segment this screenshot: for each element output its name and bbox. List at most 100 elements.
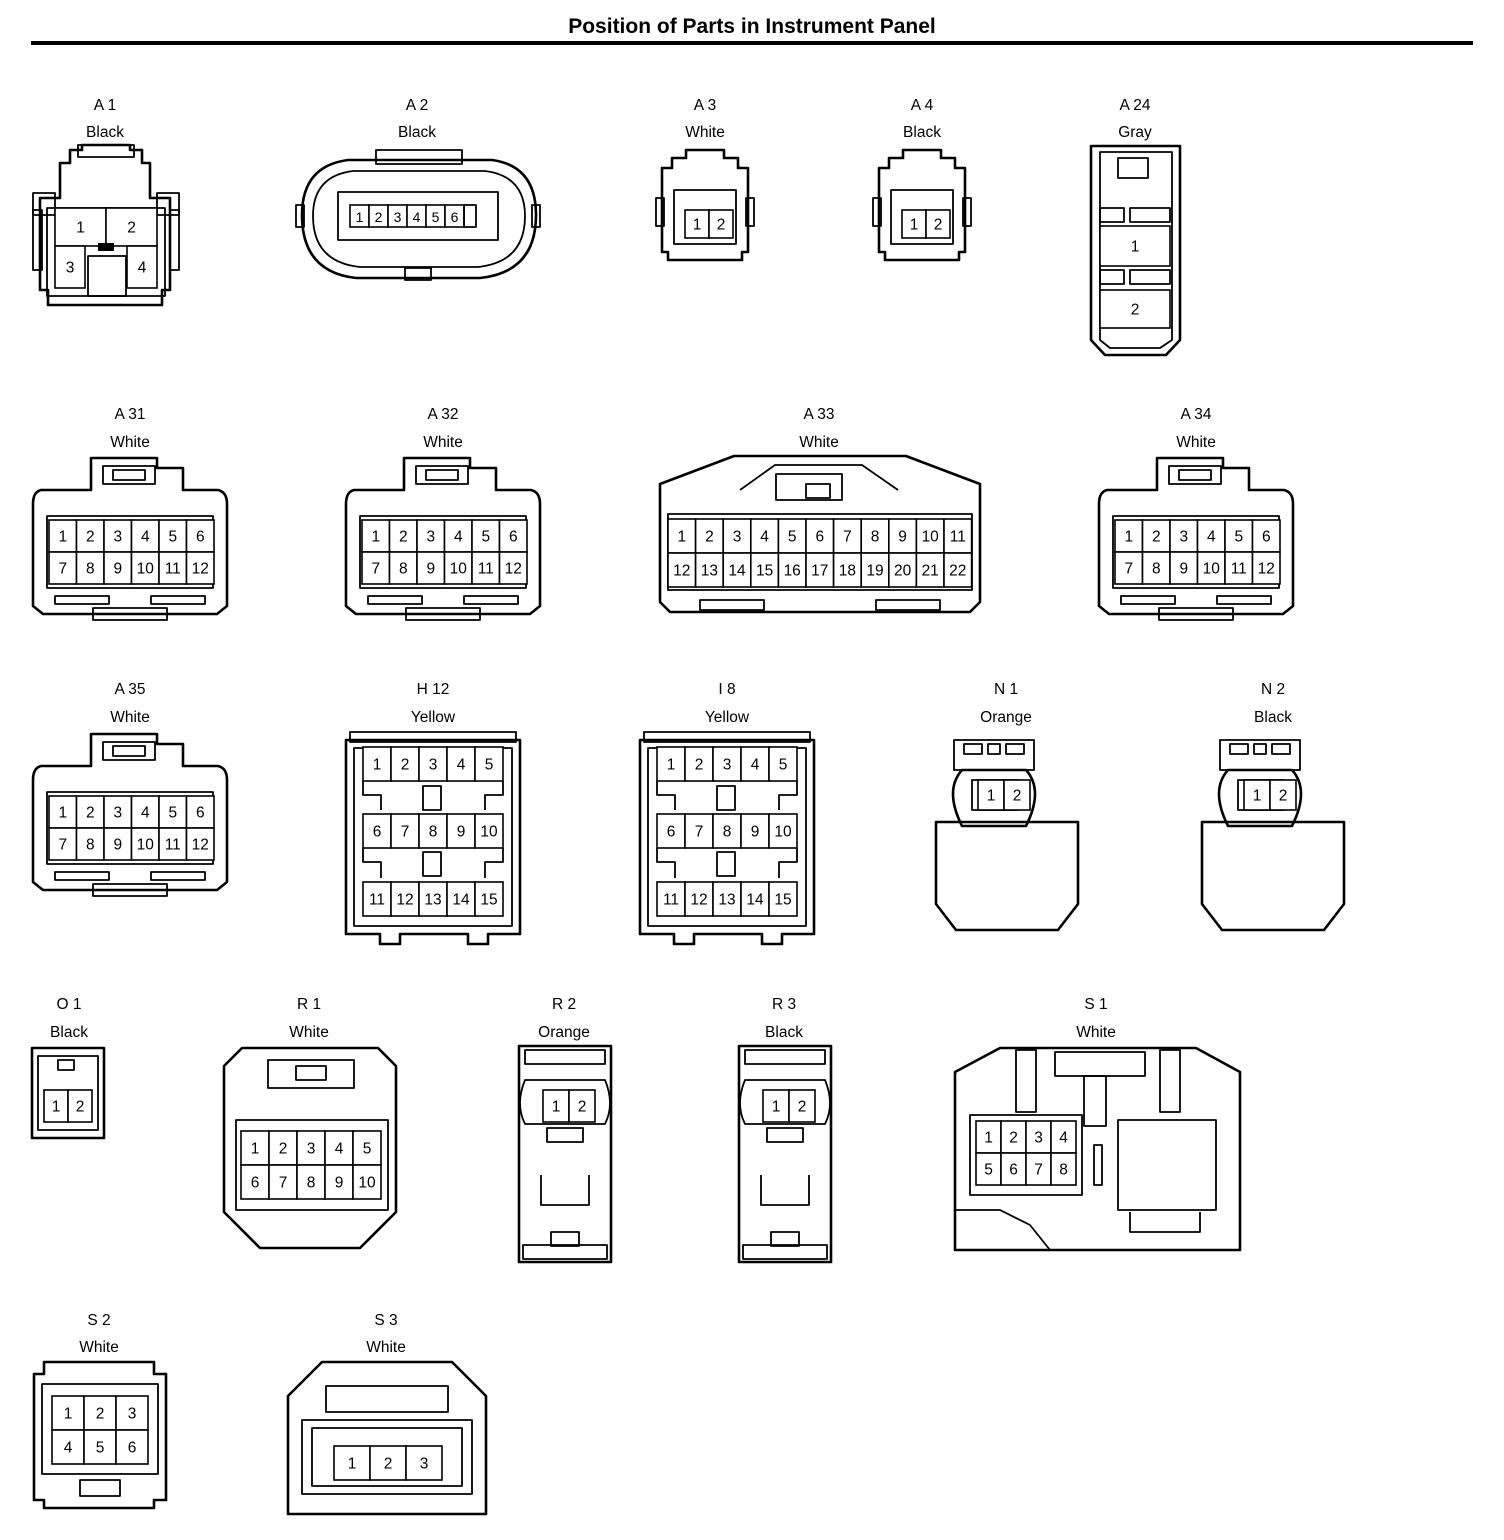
housing-outline	[951, 768, 1037, 828]
housing-detail	[699, 599, 765, 611]
housing-detail	[1117, 157, 1149, 179]
housing-detail	[92, 607, 168, 621]
housing-detail	[524, 1049, 606, 1065]
pin-number: 4	[454, 529, 463, 546]
pin-cavity	[54, 207, 107, 247]
pin-cavity	[75, 827, 105, 861]
housing-outline	[778, 848, 798, 878]
housing-outline	[1200, 820, 1346, 932]
pin-number: 1	[677, 529, 686, 546]
pin-number: 11	[663, 892, 679, 909]
pin-number: 4	[457, 757, 466, 774]
pin-cavity	[568, 1089, 596, 1123]
housing-outline	[1097, 456, 1295, 616]
pin-number: 9	[898, 529, 907, 546]
housing-outline	[778, 781, 798, 810]
page-title: Position of Parts in Instrument Panel	[568, 15, 936, 38]
housing-detail	[1099, 269, 1125, 285]
pin-number: 2	[1009, 1130, 1018, 1147]
pin-cavity	[1251, 551, 1281, 585]
pin-cavity	[1000, 1120, 1027, 1154]
housing-detail	[295, 204, 305, 228]
pin-cavity	[1169, 551, 1199, 585]
housing-outline	[656, 781, 676, 810]
housing-outline	[934, 820, 1080, 932]
pin-number: 1	[987, 788, 996, 805]
pin-cavity	[1224, 551, 1254, 585]
pin-number: 4	[138, 260, 147, 277]
pin-number: 3	[66, 260, 75, 277]
housing-outline	[235, 1119, 389, 1211]
housing-detail	[1271, 743, 1291, 755]
pin-number: 10	[137, 837, 155, 854]
pin-cavity	[684, 209, 710, 239]
pin-cavity	[860, 518, 890, 554]
pin-number: 8	[307, 1175, 316, 1192]
connector-code: N 1	[994, 681, 1018, 698]
pin-number: 2	[934, 217, 943, 234]
pin-number: 1	[76, 220, 85, 237]
pin-number: 6	[373, 824, 382, 841]
pin-cavity	[474, 746, 504, 782]
pin-number: 3	[723, 757, 732, 774]
housing-detail	[77, 144, 135, 158]
pin-number: 16	[784, 563, 801, 580]
housing-detail	[875, 599, 941, 611]
pin-number: 1	[373, 757, 382, 774]
pin-number: 12	[1258, 561, 1275, 578]
pin-number: 5	[779, 757, 788, 774]
housing-detail	[1229, 743, 1249, 755]
pin-number: 5	[432, 209, 440, 225]
pin-cavity	[443, 519, 473, 553]
pin-number: 3	[426, 529, 435, 546]
pin-number: 7	[843, 529, 852, 546]
pin-number: 6	[196, 529, 205, 546]
pin-number: 7	[279, 1175, 288, 1192]
pin-cavity	[48, 795, 78, 829]
housing-detail	[112, 745, 146, 757]
pin-number: 5	[1234, 529, 1243, 546]
connector-color: Orange	[980, 709, 1032, 726]
connector-code: N 2	[1261, 681, 1285, 698]
housing-detail	[655, 197, 665, 227]
pin-number: 2	[717, 217, 726, 234]
housing-detail	[79, 1479, 121, 1497]
housing-detail	[1093, 1144, 1103, 1186]
connector-color: White	[110, 709, 150, 726]
housing-outline	[656, 848, 676, 878]
pin-number: 6	[1262, 529, 1271, 546]
pin-number: 8	[86, 561, 95, 578]
pin-number: 3	[394, 209, 402, 225]
connector-color: Black	[86, 124, 124, 141]
housing-outline	[660, 148, 750, 262]
housing-detail	[1168, 465, 1222, 485]
housing-outline	[1129, 1212, 1201, 1233]
pin-number: 10	[358, 1175, 376, 1192]
pin-number: 4	[64, 1440, 73, 1457]
pin-cavity	[977, 779, 1005, 811]
pin-cavity	[1099, 289, 1171, 329]
pin-number: 1	[58, 805, 67, 822]
connector-color: Gray	[1118, 124, 1152, 141]
pin-number: 1	[910, 217, 919, 234]
connector-color: Black	[50, 1024, 88, 1041]
pin-number: 2	[401, 757, 410, 774]
connector-code: A 31	[114, 406, 145, 423]
pin-cavity	[388, 519, 418, 553]
pin-number: 12	[192, 561, 209, 578]
pin-number: 1	[1253, 788, 1262, 805]
pin-number: 1	[552, 1099, 561, 1116]
pin-number: 3	[733, 529, 742, 546]
housing-outline	[737, 1044, 833, 1264]
housing-detail	[1054, 1051, 1146, 1077]
pin-cavity	[762, 1089, 790, 1123]
pin-cavity	[1141, 519, 1171, 553]
housing-outline	[953, 1046, 1242, 1252]
pin-cavity	[48, 827, 78, 861]
housing-detail	[745, 197, 755, 227]
pin-cavity	[712, 881, 742, 917]
